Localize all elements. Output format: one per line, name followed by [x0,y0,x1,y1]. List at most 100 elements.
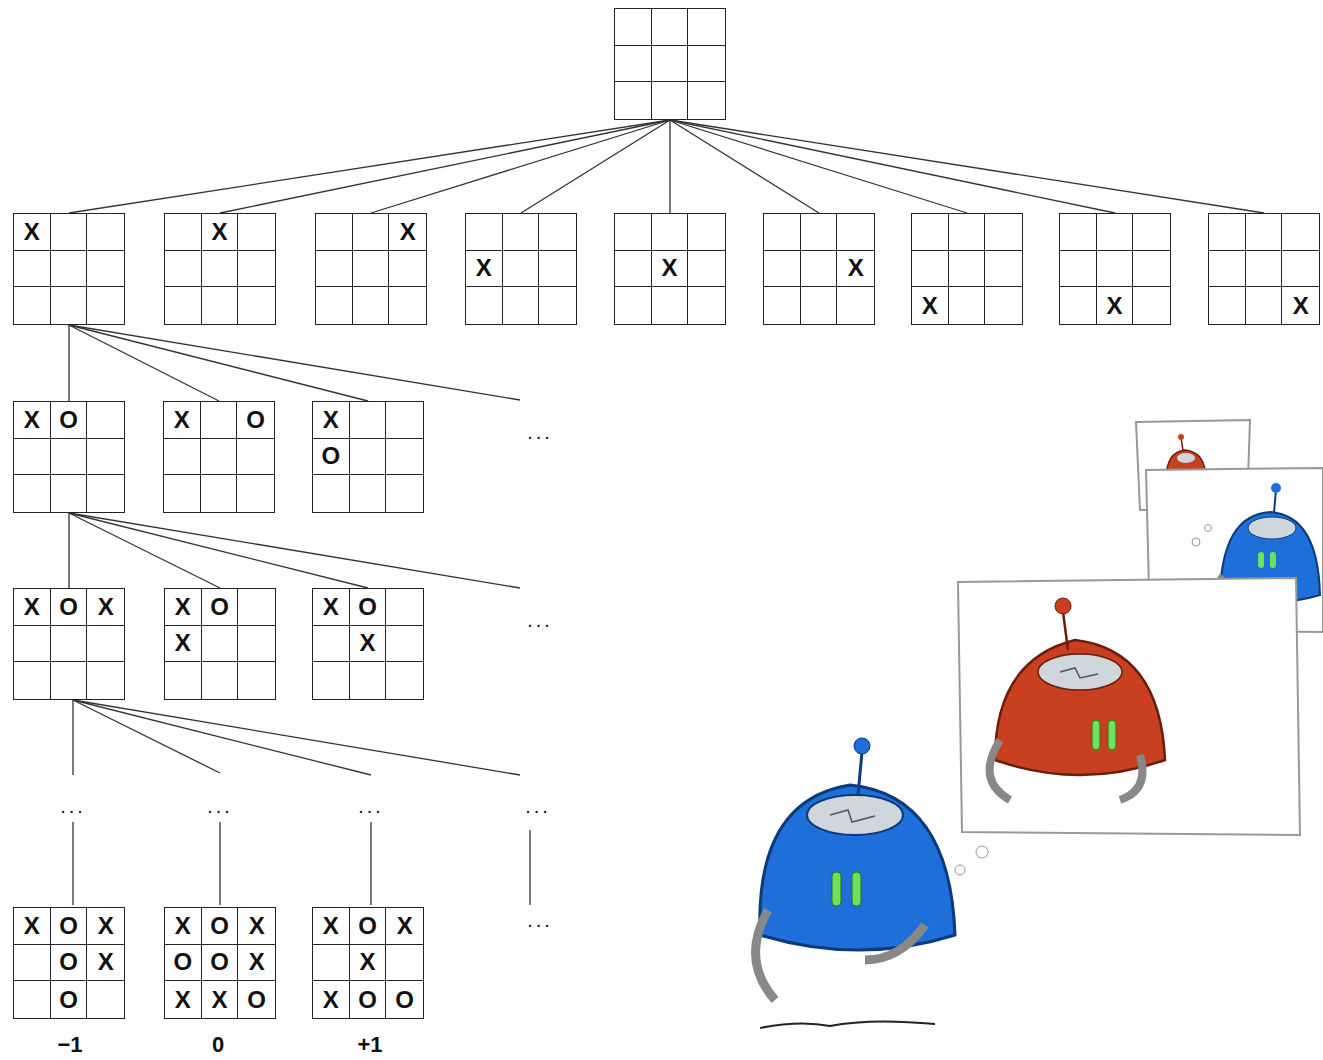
robot-antenna [858,752,862,795]
board-cell [386,662,423,699]
bubble-outline [958,578,1300,835]
board-cell: O [51,945,88,982]
board-cell: X [14,214,51,251]
tree-edge [68,513,69,588]
board-cell [316,214,353,251]
robot-eye [852,872,861,906]
ellipsis-label: ... [205,796,235,816]
board-cell [801,287,838,324]
board-mark: O [173,950,192,974]
board-cell: O [237,402,274,439]
board-cell: X [202,214,239,251]
board-cell: X [466,251,503,288]
board-cell [316,251,353,288]
ellipsis-label: ... [525,422,555,442]
board-cell [615,214,652,251]
board-mark: O [210,914,229,938]
tree-edge [670,120,1264,213]
board-node: XOX [164,588,276,700]
board-cell [1282,214,1319,251]
board-mark: X [211,220,227,244]
board-cell [688,287,725,324]
board-cell [165,251,202,288]
board-cell [237,475,274,512]
branch-line [73,700,220,773]
robot-antenna-ball [1055,598,1071,614]
tree-edge [670,120,819,213]
board-mark: X [98,595,114,619]
board-cell [1246,214,1283,251]
board-mark: X [323,988,339,1012]
board-mark: O [210,950,229,974]
ellipsis-label: ... [356,796,386,816]
board-cell: X [1097,287,1134,324]
board-node: X [164,213,276,325]
board-cell [87,214,124,251]
tree-edge [69,513,220,588]
board-cell: X [837,251,874,288]
robot-eye [1258,552,1264,568]
board-cell: O [202,945,239,982]
leader-lines [69,325,530,905]
board-cell [652,9,689,46]
board-cell: X [14,402,51,439]
board-mark: O [358,914,377,938]
red-robot [995,640,1165,775]
board-cell [652,214,689,251]
board-cell [164,475,201,512]
board-cell [837,214,874,251]
board-cell [615,82,652,119]
board-cell [688,82,725,119]
board-mark: X [359,631,375,655]
board-cell [238,589,275,626]
ellipsis-label: ... [525,910,555,930]
board-mark: O [321,444,340,468]
board-cell: X [14,589,51,626]
board-cell [1282,251,1319,288]
robot-body [760,785,955,950]
board-cell [386,475,423,512]
board-cell [350,439,387,476]
branch-line [529,830,530,905]
board-mark: O [395,988,414,1012]
board-cell: X [350,626,387,663]
board-cell [949,214,986,251]
board-mark: X [249,914,265,938]
board-cell [87,981,124,1018]
board-cell [202,662,239,699]
board-cell [1133,251,1170,288]
board-cell [238,214,275,251]
board-cell [503,214,540,251]
board-cell: O [51,589,88,626]
board-mark: X [24,408,40,432]
robot-dome [1038,654,1122,690]
board-cell [238,287,275,324]
board-cell: X [313,589,350,626]
board-mark: O [59,950,78,974]
board-cell: O [51,908,88,945]
board-cell: X [202,981,239,1018]
robot-arm [756,910,775,1000]
board-cell [14,945,51,982]
board-mark: X [175,631,191,655]
robot-dome [1177,453,1195,463]
board-cell: X [350,945,387,982]
board-cell [949,251,986,288]
board-mark: O [210,595,229,619]
board-node: XO [163,401,275,513]
robot-eye [1108,720,1116,750]
board-node: X [1059,213,1171,325]
board-node: XO [312,401,424,513]
board-mark: O [247,988,266,1012]
branch-line [72,700,73,775]
board-mark: X [323,595,339,619]
board-cell [1133,214,1170,251]
tree-edge [670,120,1115,213]
board-cell [386,439,423,476]
board-mark: X [397,914,413,938]
board-mark: X [24,220,40,244]
board-node: X [1208,213,1320,325]
board-cell: X [165,589,202,626]
board-cell [201,475,238,512]
